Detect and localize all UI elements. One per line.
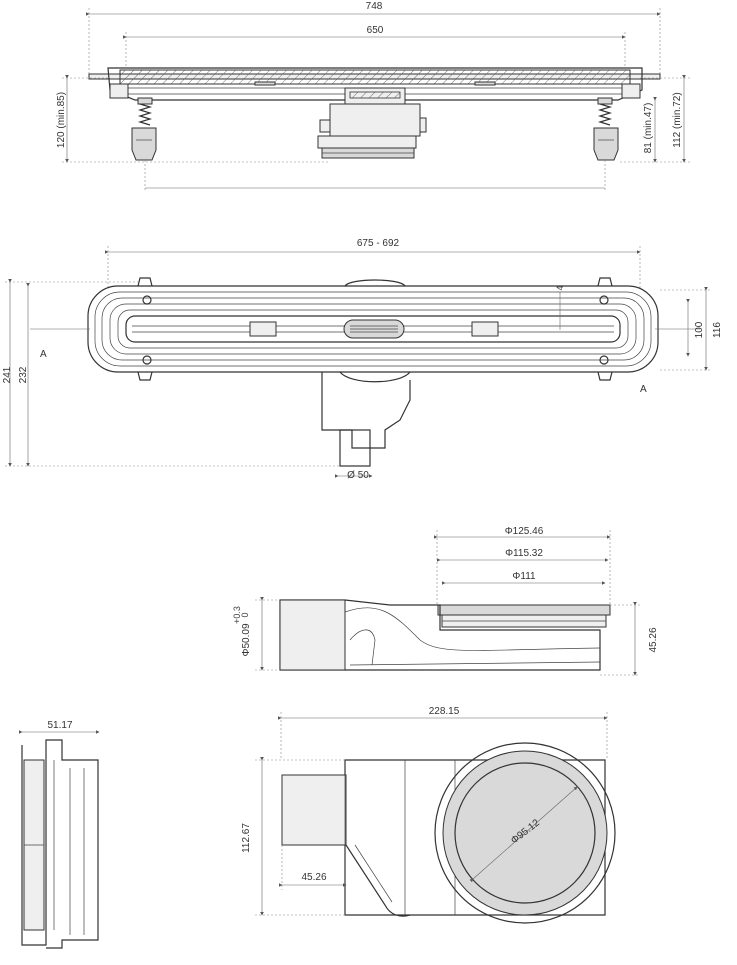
dim-slot-a: 100 <box>694 321 705 338</box>
dim-outlet: Ø 50 <box>347 470 369 481</box>
dim-d1: Φ125.46 <box>505 526 544 537</box>
siphon-cup-inner <box>454 762 596 904</box>
dim-siphon-length: 228.15 <box>429 706 460 717</box>
dim-d2: Φ115.32 <box>505 548 543 559</box>
dim-ring-width: 51.17 <box>47 720 72 731</box>
dim-inner-height: 232 <box>18 366 29 383</box>
dim-small: 4 <box>555 285 565 290</box>
dim-length-range: 675 - 692 <box>357 238 400 249</box>
siphon-cup-outer <box>434 742 616 924</box>
section-mark-left: A <box>40 349 47 360</box>
front-view: 748 650 <box>56 1 690 192</box>
dim-tol-plus: +0.3 <box>232 606 242 624</box>
section-mark-right: A <box>640 384 647 395</box>
top-view: 675 - 692 A A <box>2 238 723 481</box>
siphon-ring-view: 51.17 <box>19 720 100 949</box>
dim-d3: Φ111 <box>512 571 536 582</box>
dim-height-right-a: 81 (min.47) <box>643 103 654 154</box>
dim-tol-zero: 0 <box>240 612 250 617</box>
dim-outlet-diameter: Φ50.09 <box>241 623 252 656</box>
dim-height-right-b: 112 (min.72) <box>672 92 683 147</box>
dim-slot-b: 116 <box>712 322 723 338</box>
dim-total-width: 748 <box>366 1 383 12</box>
dim-outlet-length: 45.26 <box>301 872 326 883</box>
dim-height-left: 120 (min.85) <box>56 92 67 148</box>
outlet-pipe-top <box>281 774 347 846</box>
dim-siphon-height: 45.26 <box>648 627 659 652</box>
dim-inner-width: 650 <box>367 25 384 36</box>
dim-siphon-height-top: 112.67 <box>241 823 252 853</box>
siphon-outlet-pipe <box>279 599 346 671</box>
dim-outer-height: 241 <box>2 366 13 383</box>
siphon-body <box>329 103 421 137</box>
siphon-top-ring <box>437 604 611 616</box>
grate-cover <box>119 69 631 85</box>
leveling-foot-right <box>593 97 619 161</box>
siphon-side-view: Φ125.46 Φ115.32 Φ111 Φ50.09 +0.3 0 45.26 <box>232 526 659 676</box>
leveling-foot-left <box>131 97 157 161</box>
siphon-top-view: 228.15 Φ95.12 112.67 45.26 <box>241 706 616 924</box>
